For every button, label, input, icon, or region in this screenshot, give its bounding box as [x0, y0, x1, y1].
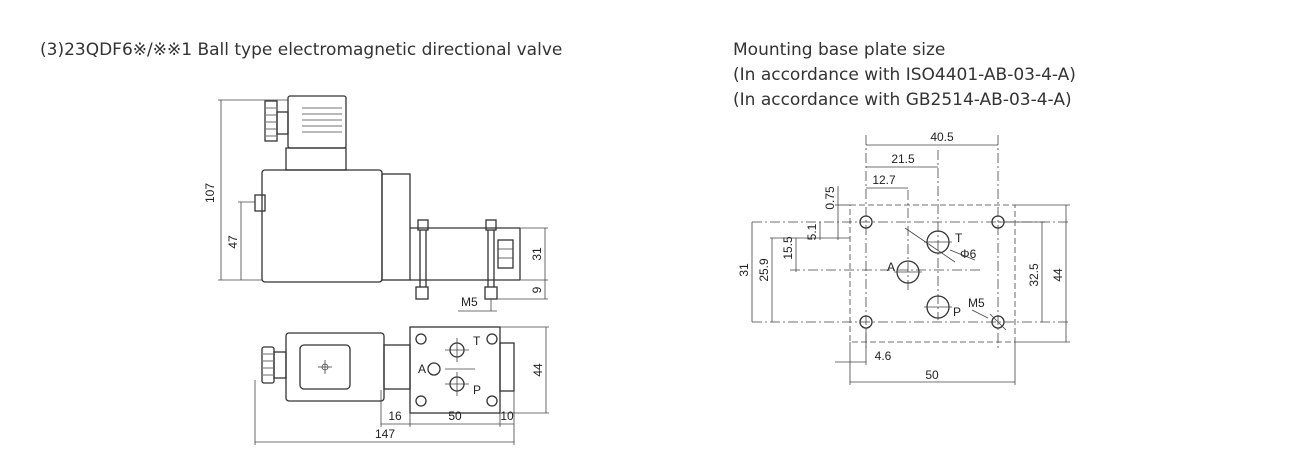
port-label-p: P [473, 383, 481, 397]
dim-5-1: 5.1 [805, 223, 819, 240]
dim-31-side: 31 [530, 247, 544, 261]
dim-147: 147 [375, 427, 395, 441]
right-title-line-2: (In accordance with ISO4401-AB-03-4-A) [733, 65, 1076, 85]
left-diagram-title: (3)23QDF6※/※※1 Ball type electromagnetic… [40, 40, 563, 60]
dim-10: 10 [500, 409, 514, 423]
plate-label-m5: M5 [968, 296, 985, 310]
coil-end-cap [381, 173, 411, 281]
valve-side-view: 107 47 31 9 M5 [203, 95, 548, 312]
thread-label-m5: M5 [461, 295, 478, 309]
dim-31-plate: 31 [737, 263, 751, 277]
manual-knob [261, 346, 275, 384]
connector-base [285, 147, 347, 171]
mounting-pin-right [484, 286, 498, 300]
dim-15-5: 15.5 [781, 236, 795, 260]
dim-32-5: 32.5 [1027, 263, 1041, 287]
knurled-screw [264, 100, 278, 142]
right-title-line-1: Mounting base plate size [733, 40, 946, 60]
mount-hole-top-left [859, 215, 873, 229]
dim-12-7: 12.7 [872, 173, 896, 187]
dim-107: 107 [203, 183, 217, 203]
mounting-pin-left [415, 286, 429, 300]
port-label-a: A [418, 362, 426, 376]
connector-plug [287, 95, 347, 149]
base-plate-outline [849, 204, 1016, 343]
end-plug [497, 239, 514, 269]
dim-47: 47 [226, 235, 240, 249]
dim-4-6: 4.6 [875, 349, 892, 363]
dim-21-5: 21.5 [891, 152, 915, 166]
dim-40-5: 40.5 [930, 130, 954, 144]
base-plate-drawing: 40.5 21.5 12.7 0.75 5.1 15.5 25.9 31 32.… [737, 130, 1070, 385]
mount-hole-bottom-right [991, 315, 1005, 329]
dim-50-valve: 50 [448, 409, 462, 423]
valve-top-view: T A P 16 50 10 147 44 [254, 326, 549, 445]
plate-label-a: A [887, 260, 895, 274]
coil-top [285, 332, 385, 402]
port-label-t: T [473, 334, 481, 348]
dim-50-plate: 50 [925, 368, 939, 382]
solenoid-coil [261, 169, 383, 283]
dim-9: 9 [530, 286, 544, 293]
dim-44-plate: 44 [1051, 268, 1065, 282]
plate-label-phi6: Φ6 [960, 247, 977, 261]
coil-end-top [383, 344, 411, 390]
plate-label-p: P [953, 305, 961, 319]
dim-0-75: 0.75 [823, 186, 837, 210]
right-title-line-3: (In accordance with GB2514-AB-03-4-A) [733, 90, 1072, 110]
plate-label-t: T [955, 231, 963, 245]
dim-25-9: 25.9 [757, 258, 771, 282]
dim-44-valve: 44 [531, 363, 545, 377]
dim-16: 16 [388, 409, 402, 423]
